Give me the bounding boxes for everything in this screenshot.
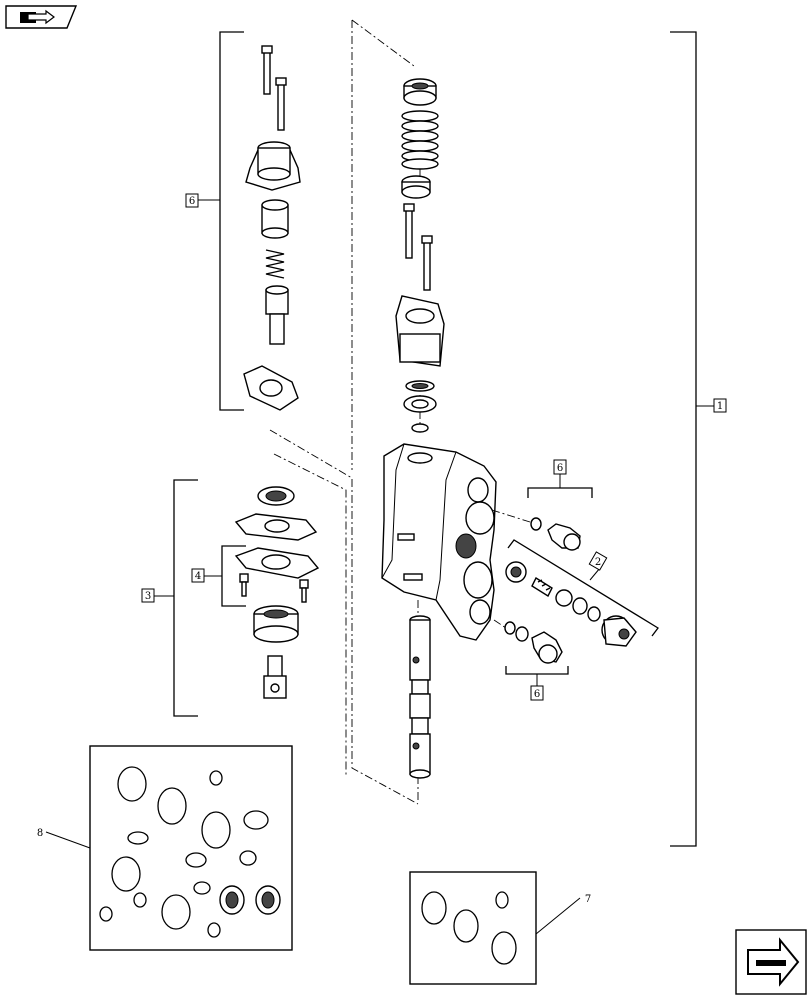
svg-text:2: 2 (595, 557, 601, 568)
seal-kit-7-panel (409, 871, 537, 985)
dash-guide-top (351, 19, 415, 470)
svg-text:3: 3 (145, 591, 151, 602)
callout-4: 4 (191, 568, 205, 583)
callout-2: 2 (588, 551, 608, 571)
seal-washer (403, 395, 437, 413)
bracket-6-upper (219, 31, 244, 411)
plunger (265, 285, 289, 345)
flange-plate-upper (234, 513, 318, 541)
callout-6-upper: 6 (185, 193, 199, 208)
bracket-1 (670, 31, 697, 847)
relief-valve-lower (504, 621, 563, 664)
book-arrow-icon (20, 9, 55, 25)
check-valve-assembly (505, 561, 637, 647)
relief-valve-upper (530, 517, 581, 551)
callout-8: 8 (37, 828, 43, 839)
flange-gasket (243, 365, 299, 411)
next-page-arrow-icon[interactable] (735, 929, 807, 995)
svg-text:1: 1 (717, 401, 723, 412)
spool-cap-housing (395, 295, 445, 367)
spring-cup-bottom (401, 175, 431, 199)
svg-text:4: 4 (195, 571, 201, 582)
bracket-6-low (505, 666, 569, 675)
svg-text:6: 6 (534, 689, 540, 700)
bushing (261, 199, 289, 239)
spring-cup-top (403, 78, 437, 106)
callout-7: 7 (585, 894, 591, 905)
svg-text:6: 6 (557, 463, 563, 474)
spool (409, 615, 431, 779)
callout-3: 3 (141, 588, 155, 603)
return-spring (401, 110, 439, 170)
bracket-2 (507, 539, 659, 637)
dash-guide-inner (273, 453, 347, 776)
leader-8 (45, 831, 91, 849)
bracket-6-mid (527, 487, 593, 498)
svg-text:6: 6 (189, 196, 195, 207)
bracket-3 (173, 479, 198, 717)
screw-long-center (403, 203, 433, 291)
flange-plate-lower (234, 547, 320, 579)
screw-long-left (261, 45, 287, 131)
cover-cap (245, 141, 301, 191)
valve-body (381, 443, 497, 641)
callout-6-mid: 6 (553, 459, 567, 475)
cap-screws (239, 573, 309, 603)
callout-1: 1 (713, 398, 727, 413)
spring-small (265, 249, 285, 279)
seal-ring (257, 486, 295, 506)
o-ring-center (411, 423, 429, 433)
header-badge (5, 5, 78, 29)
piston-cup (253, 605, 299, 643)
seal-kit-8-panel (89, 745, 293, 951)
wiper-ring (405, 380, 435, 392)
dash-guide-left (269, 429, 419, 805)
callout-6-low: 6 (530, 685, 544, 701)
clevis-pin (263, 655, 287, 699)
leader-7 (535, 897, 581, 935)
